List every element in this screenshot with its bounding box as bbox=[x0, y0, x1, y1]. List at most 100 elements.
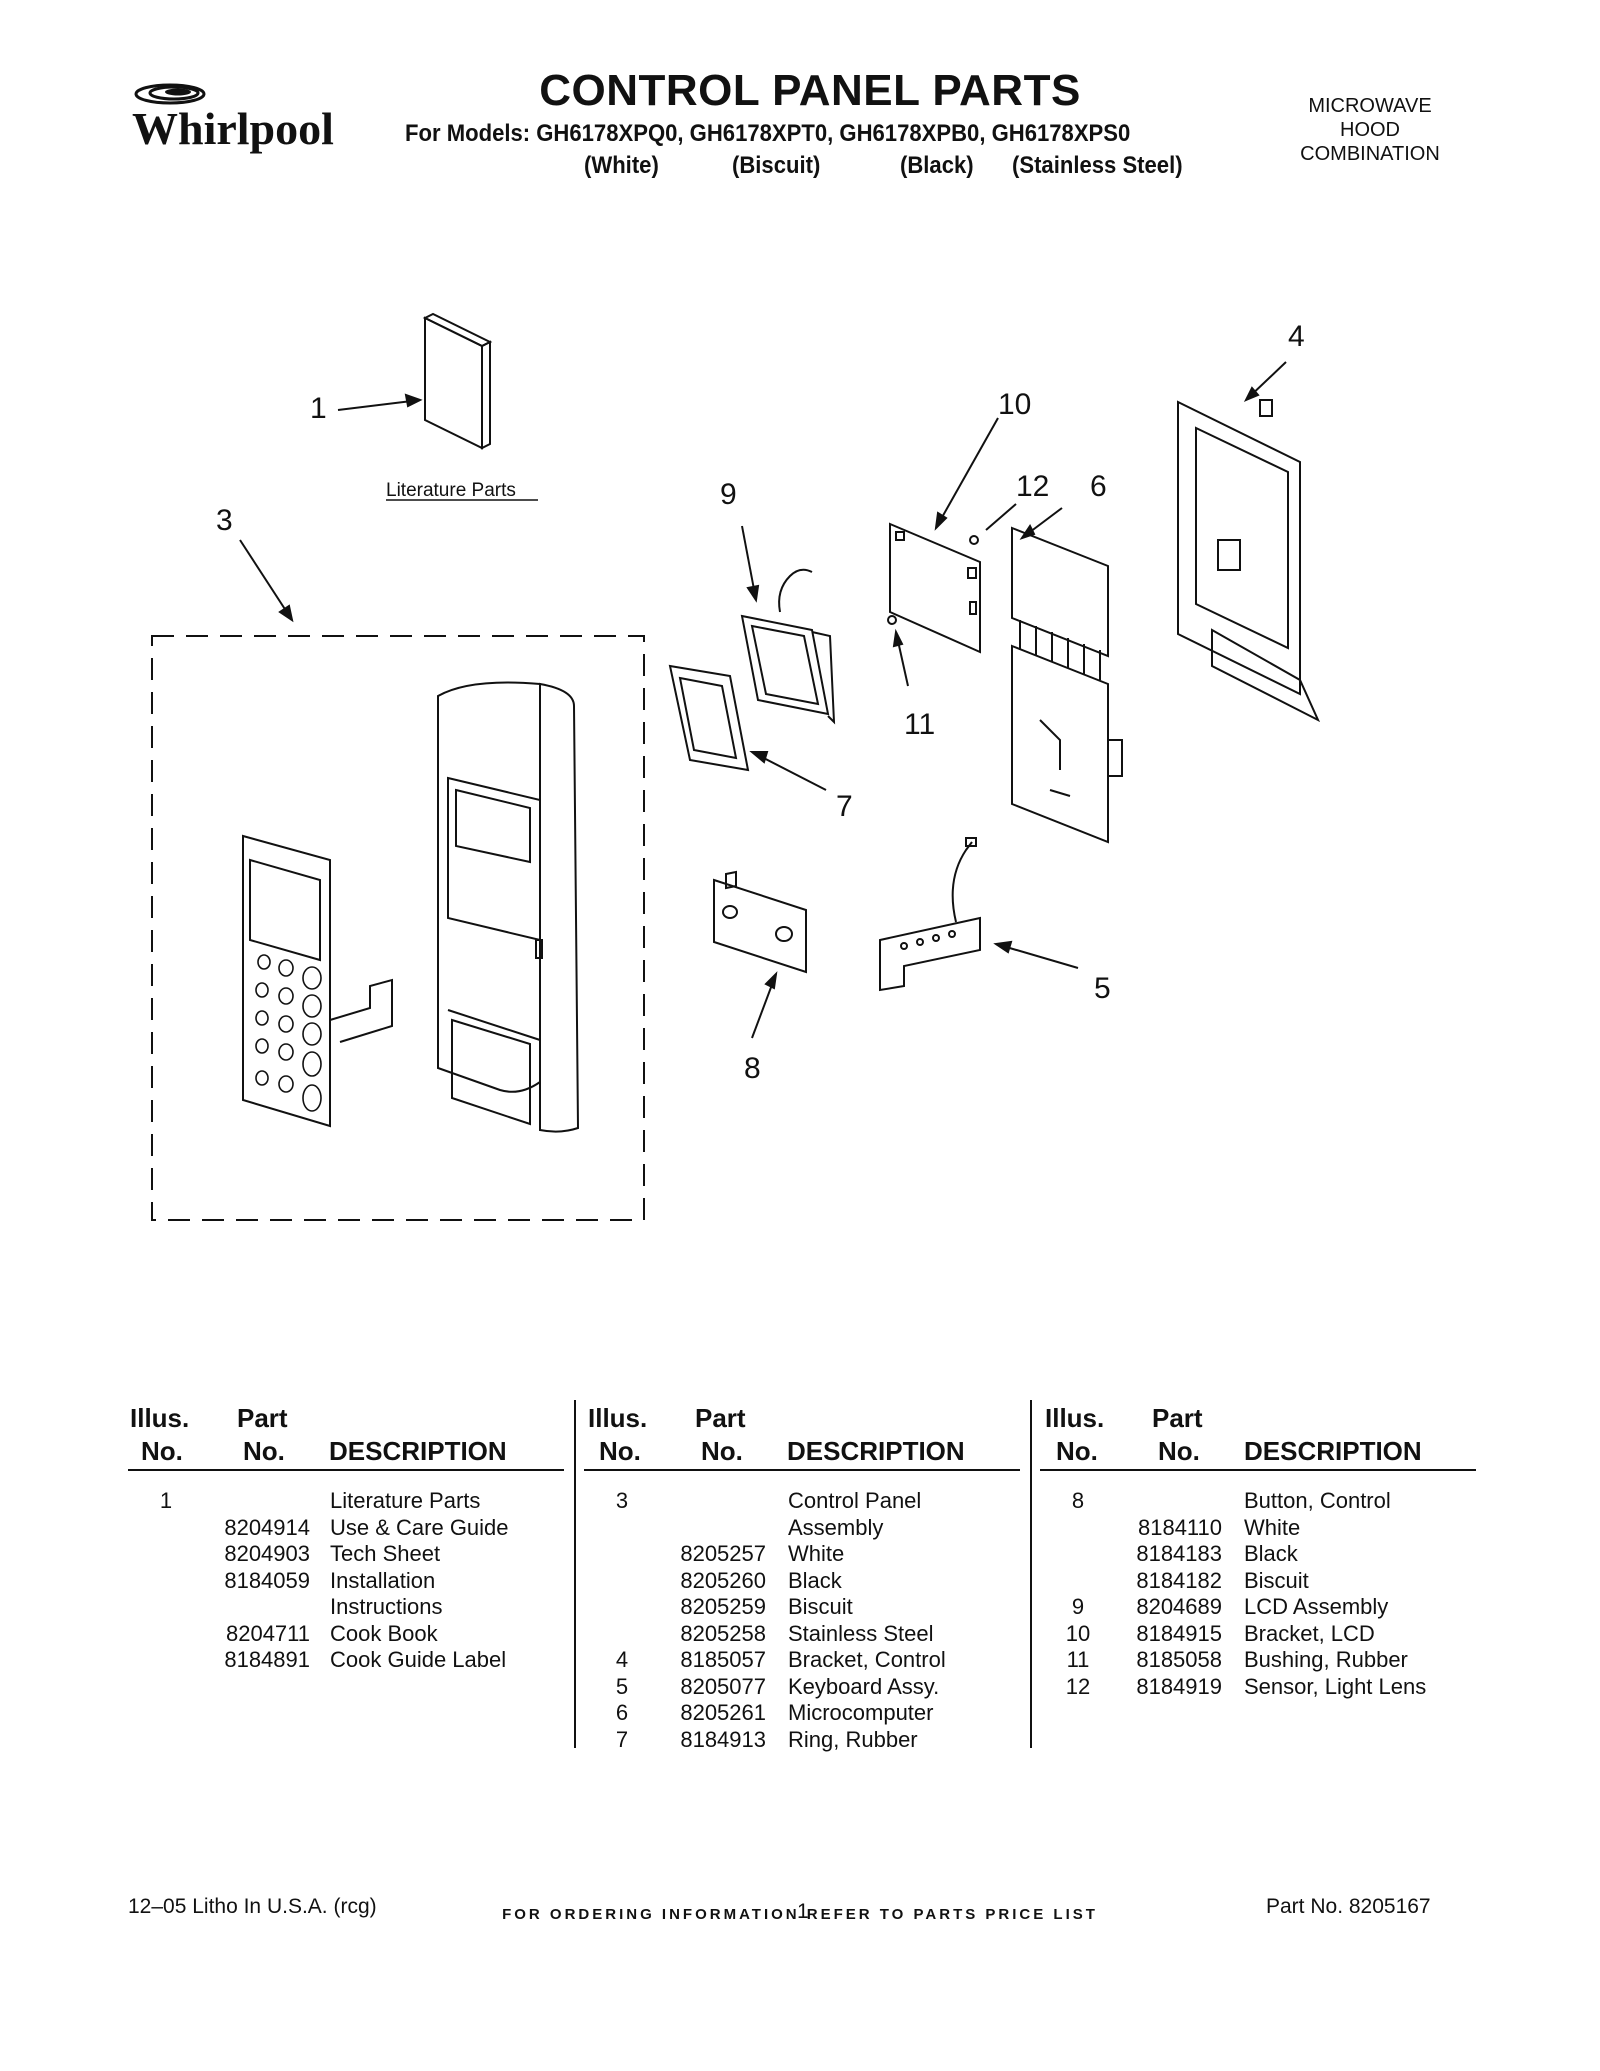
callout-number: 9 bbox=[720, 478, 737, 511]
header-part-no: No. bbox=[243, 1436, 285, 1466]
whirlpool-logo: Whirlpool bbox=[132, 83, 334, 154]
part-description: Assembly bbox=[788, 1514, 884, 1540]
header-part-no: No. bbox=[1158, 1436, 1200, 1466]
header-illus: Illus. bbox=[588, 1403, 648, 1433]
part-description: Stainless Steel bbox=[788, 1620, 934, 1646]
callout-number: 12 bbox=[1016, 470, 1049, 503]
illus-number: 11 bbox=[1066, 1647, 1090, 1672]
header-description: DESCRIPTION bbox=[1244, 1436, 1422, 1466]
keyboard-assy-drawing bbox=[879, 837, 981, 992]
part-number: 8184059 bbox=[224, 1567, 310, 1593]
part-description: Microcomputer bbox=[788, 1700, 934, 1725]
part-description: Bracket, LCD bbox=[1244, 1620, 1375, 1646]
illus-number: 4 bbox=[615, 1647, 629, 1672]
part-description: Bushing, Rubber bbox=[1244, 1647, 1408, 1672]
part-number: 8204903 bbox=[224, 1541, 310, 1566]
header-rule bbox=[1040, 1469, 1476, 1471]
part-description: Sensor, Light Lens bbox=[1244, 1673, 1427, 1699]
part-description: Instructions bbox=[330, 1594, 443, 1619]
part-description: Button, Control bbox=[1244, 1488, 1391, 1513]
control-panel-housing-drawing bbox=[437, 681, 580, 1133]
control-bracket-drawing bbox=[1177, 399, 1321, 723]
header-part: Part bbox=[237, 1403, 288, 1433]
literature-parts-drawing bbox=[422, 312, 493, 450]
exploded-parts-diagram: 1 3 4 10 9 12 6 11 7 5 8 Literature Part… bbox=[151, 312, 1321, 1221]
part-description: Use & Care Guide bbox=[330, 1514, 509, 1540]
illus-number: 1 bbox=[159, 1488, 173, 1513]
part-description: Cook Book bbox=[330, 1620, 438, 1646]
callout-number: 7 bbox=[836, 790, 853, 823]
litho-note: 12–05 Litho In U.S.A. (rcg) bbox=[128, 1895, 377, 1918]
part-number: 8184182 bbox=[1136, 1567, 1222, 1593]
part-description: Biscuit bbox=[1244, 1567, 1309, 1593]
page-number: 1 bbox=[797, 1900, 809, 1923]
product-type-line: COMBINATION bbox=[1300, 143, 1440, 165]
part-description: LCD Assembly bbox=[1244, 1594, 1389, 1619]
part-number: 8205261 bbox=[680, 1700, 766, 1725]
part-description: White bbox=[1244, 1514, 1301, 1540]
illus-number: 10 bbox=[1065, 1620, 1091, 1646]
part-number: 8205260 bbox=[680, 1567, 766, 1593]
part-number: 8184891 bbox=[224, 1647, 310, 1672]
header-illus: Illus. bbox=[1045, 1403, 1105, 1433]
lcd-bracket-drawing bbox=[889, 522, 981, 654]
part-number: 8184110 bbox=[1137, 1514, 1222, 1540]
part-description: Ring, Rubber bbox=[788, 1726, 918, 1752]
part-description: Control Panel bbox=[788, 1488, 922, 1513]
column-separator bbox=[574, 1400, 576, 1748]
callout-number: 4 bbox=[1288, 320, 1305, 353]
header-illus-no: No. bbox=[141, 1436, 183, 1466]
part-description: White bbox=[788, 1541, 845, 1566]
part-number: 8204914 bbox=[224, 1514, 310, 1540]
part-number: 8204711 bbox=[225, 1620, 310, 1646]
keypad-membrane-drawing bbox=[242, 834, 393, 1128]
part-description: Biscuit bbox=[788, 1594, 853, 1619]
illus-number: 7 bbox=[615, 1726, 629, 1752]
column-separator bbox=[1030, 1400, 1032, 1748]
callout-number: 6 bbox=[1090, 470, 1107, 503]
part-number: 8185057 bbox=[680, 1647, 766, 1672]
models-line: For Models: GH6178XPQ0, GH6178XPT0, GH61… bbox=[405, 120, 1131, 147]
finish-biscuit: (Biscuit) bbox=[732, 152, 821, 179]
microcomputer-drawing bbox=[1011, 526, 1123, 844]
part-description: Cook Guide Label bbox=[330, 1647, 507, 1672]
illus-number: 3 bbox=[615, 1488, 629, 1513]
part-description: Bracket, Control bbox=[788, 1647, 946, 1672]
part-description: Keyboard Assy. bbox=[788, 1673, 940, 1699]
part-number: 8205257 bbox=[680, 1541, 766, 1566]
lcd-ring-drawing bbox=[668, 664, 750, 772]
part-description: Literature Parts bbox=[330, 1488, 481, 1513]
callout-number: 8 bbox=[744, 1052, 761, 1085]
header-part: Part bbox=[1152, 1403, 1203, 1433]
product-type: MICROWAVE HOOD COMBINATION bbox=[1270, 94, 1470, 166]
ordering-note: FOR ORDERING INFORMATION REFER TO PARTS … bbox=[502, 1906, 1098, 1923]
part-number: 8204689 bbox=[1136, 1594, 1222, 1619]
svg-text:Whirlpool: Whirlpool bbox=[132, 103, 334, 154]
header-description: DESCRIPTION bbox=[787, 1436, 965, 1466]
finish-black: (Black) bbox=[900, 152, 974, 179]
part-description: Black bbox=[1244, 1541, 1298, 1566]
product-type-line: MICROWAVE bbox=[1308, 95, 1432, 117]
illus-number: 12 bbox=[1065, 1673, 1091, 1699]
part-description: Tech Sheet bbox=[330, 1541, 441, 1566]
header-illus-no: No. bbox=[599, 1436, 641, 1466]
header-part: Part bbox=[695, 1403, 746, 1433]
finish-stainless: (Stainless Steel) bbox=[1012, 152, 1183, 179]
part-number: 8205258 bbox=[680, 1620, 766, 1646]
finish-white: (White) bbox=[584, 152, 659, 179]
header-description: DESCRIPTION bbox=[329, 1436, 507, 1466]
part-number: 8185058 bbox=[1136, 1647, 1222, 1672]
product-type-line: HOOD bbox=[1340, 119, 1400, 141]
callout-number: 3 bbox=[216, 504, 233, 537]
part-number: 8184919 bbox=[1136, 1673, 1222, 1699]
part-description: Installation bbox=[330, 1567, 436, 1593]
document-part-number: Part No. 8205167 bbox=[1266, 1895, 1431, 1918]
callout-number: 11 bbox=[904, 708, 935, 741]
part-description: Black bbox=[788, 1567, 842, 1593]
header-illus-no: No. bbox=[1056, 1436, 1098, 1466]
page-title: CONTROL PANEL PARTS bbox=[539, 66, 1081, 115]
header-rule bbox=[128, 1469, 564, 1471]
header-rule bbox=[584, 1469, 1020, 1471]
part-number: 8184913 bbox=[680, 1726, 766, 1752]
part-number: 8205077 bbox=[680, 1673, 766, 1699]
